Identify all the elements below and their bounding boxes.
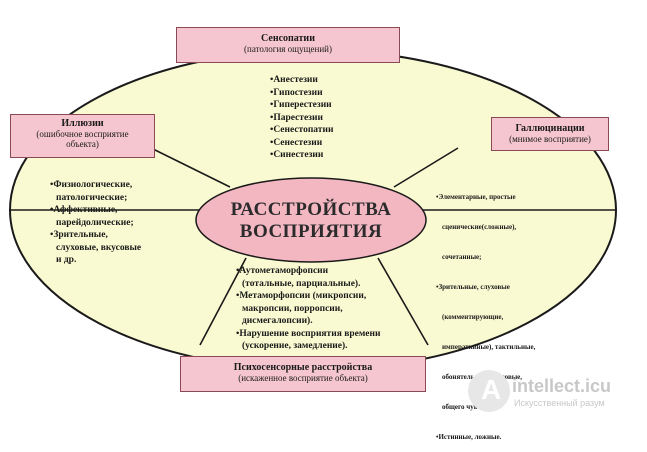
center-title: РАССТРОЙСТВА ВОСПРИЯТИЯ bbox=[196, 181, 426, 261]
list-item: •Метаморфопсии (микропсии, bbox=[236, 291, 367, 301]
top-box-title: Сенсопатии bbox=[261, 33, 315, 44]
top-list: •Анестезии •Гипостезии •Гиперестезии •Па… bbox=[270, 74, 333, 162]
left-box-subtitle-2: объекта) bbox=[66, 139, 99, 149]
center-title-line-2: ВОСПРИЯТИЯ bbox=[239, 221, 383, 242]
watermark-name: intellect.icu bbox=[512, 376, 612, 396]
list-item: •Анестезии bbox=[270, 75, 318, 85]
list-item: патологические; bbox=[56, 192, 128, 203]
list-item: •Сенестопатии bbox=[270, 125, 334, 135]
list-item: •Истинные, ложные. bbox=[436, 433, 502, 441]
top-box-subtitle: (патология ощущений) bbox=[244, 44, 332, 54]
left-box: Иллюзии (ошибочное восприятие объекта) bbox=[10, 114, 155, 158]
diagram-canvas bbox=[9, 49, 617, 371]
list-item: общего чувства; bbox=[442, 403, 494, 411]
list-item: (тотальные, парциальные). bbox=[242, 278, 361, 289]
center-title-line-1: РАССТРОЙСТВА bbox=[230, 199, 392, 220]
list-item: •Нарушение восприятия времени bbox=[236, 328, 381, 339]
divider-line bbox=[393, 147, 459, 188]
right-box-title: Галлюцинации bbox=[515, 123, 585, 134]
list-item: •Синестезии bbox=[270, 150, 324, 160]
list-item: •Парестезии bbox=[270, 112, 323, 123]
divider-line bbox=[150, 147, 231, 188]
list-item: (ускорение, замедление). bbox=[242, 341, 348, 351]
bottom-box-subtitle: (искаженное восприятие объекта) bbox=[238, 373, 368, 383]
list-item: сценические(сложные), bbox=[442, 223, 517, 231]
list-item: •Аутометаморфопсии bbox=[236, 266, 329, 276]
list-item: •Физиологические, bbox=[50, 180, 133, 190]
list-item: макропсии, порропсии, bbox=[242, 303, 343, 314]
list-item: •Гипостезии bbox=[270, 87, 323, 98]
right-box: Галлюцинации (мнимое восприятие) bbox=[491, 117, 609, 151]
bottom-list: •Аутометаморфопсии (тотальные, парциальн… bbox=[236, 265, 380, 353]
list-item: •Сенестезии bbox=[270, 137, 323, 148]
divider-line bbox=[377, 257, 429, 346]
watermark-logo-icon: A bbox=[468, 370, 510, 412]
list-item: императивные), тактильные, bbox=[442, 343, 536, 351]
list-item: •Зрительные, слуховые bbox=[436, 283, 510, 291]
divider-line bbox=[199, 257, 247, 346]
list-item: •Аффективные, bbox=[50, 205, 118, 215]
left-list: •Физиологические, патологические; •Аффек… bbox=[50, 179, 141, 267]
list-item: парейдолические; bbox=[56, 217, 134, 228]
right-box-subtitle: (мнимое восприятие) bbox=[509, 134, 591, 144]
list-item: •Элементарные, простые bbox=[436, 193, 516, 201]
list-item: сочетанные; bbox=[442, 253, 482, 261]
list-item: •Гиперестезии bbox=[270, 100, 332, 110]
list-item: •Зрительные, bbox=[50, 230, 108, 240]
left-box-title: Иллюзии bbox=[61, 118, 104, 129]
left-box-subtitle-1: (ошибочное восприятие bbox=[36, 129, 129, 139]
center-ellipse bbox=[195, 177, 427, 263]
list-item: слуховые, вкусовые bbox=[56, 242, 142, 253]
list-item: (комментирующие, bbox=[442, 313, 504, 321]
list-item: и др. bbox=[56, 255, 77, 265]
watermark: A intellect.icu Искусственный разум bbox=[468, 368, 638, 418]
top-box: Сенсопатии (патология ощущений) bbox=[176, 27, 400, 63]
list-item: дисмегалопсии). bbox=[242, 316, 313, 326]
bottom-box: Психосенсорные расстройства (искаженное … bbox=[180, 356, 426, 392]
watermark-slogan: Искусственный разум bbox=[514, 398, 605, 408]
bottom-box-title: Психосенсорные расстройства bbox=[233, 362, 373, 373]
